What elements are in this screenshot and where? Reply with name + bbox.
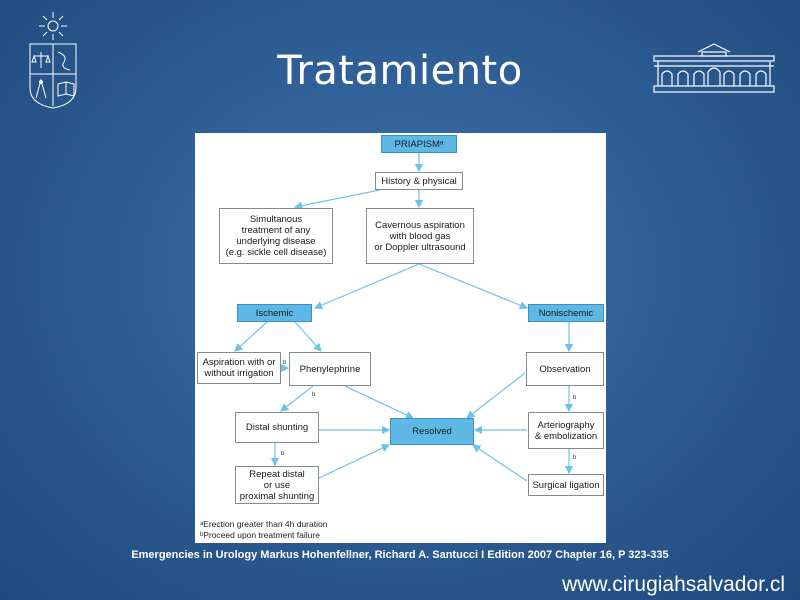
- slide-title: Tratamiento: [277, 48, 523, 94]
- distal-shunting-node: Distal shunting: [235, 412, 319, 443]
- surgical-ligation-node: Surgical ligation: [528, 474, 604, 496]
- scales-icon: [31, 52, 51, 68]
- note-b-4: b: [281, 451, 285, 457]
- arteriography-node: Arteriography & embolization: [528, 412, 604, 449]
- scroll-icon: [57, 51, 71, 71]
- arrow-phenylephrine-resolved: [344, 385, 415, 419]
- ischemic-node: Ischemic: [237, 304, 312, 322]
- arrow-aspiration-ischemic: [313, 263, 420, 310]
- priapism-node: PRIAPISMᵃ: [381, 135, 457, 153]
- arrow-phenylephrine-distal: [280, 385, 314, 412]
- arrow-history-simultaneous: [293, 189, 381, 210]
- phenylephrine-node: Phenylephrine: [289, 352, 371, 386]
- simultaneous-treatment-node: Simultanous treatment of any underlying …: [219, 208, 333, 264]
- book-icon: [57, 81, 75, 97]
- arrow-ischemic-aspiration-irrigation: [234, 321, 268, 352]
- repeat-distal-node: Repeat distal or use proximal shunting: [235, 466, 319, 504]
- resolved-node: Resolved: [390, 418, 474, 445]
- observation-node: Observation: [526, 352, 604, 386]
- treatment-flowchart: PRIAPISMᵃ History & physical Simultanous…: [195, 133, 606, 543]
- note-b-3: b: [573, 395, 577, 401]
- arrow-aspiration-nonischemic: [418, 263, 529, 310]
- website-url: www.cirugiahsalvador.cl: [562, 573, 785, 596]
- arrow-observation-resolved: [466, 372, 526, 419]
- citation-text: Emergencies in Urology Markus Hohenfelln…: [131, 549, 669, 561]
- arrow-ligation-resolved: [472, 444, 528, 482]
- building-icon: [653, 43, 775, 93]
- flowchart-connectors: [234, 153, 574, 482]
- arrow-ischemic-phenylephrine: [294, 321, 322, 352]
- sun-icon: [39, 12, 67, 40]
- compass-icon: [35, 78, 47, 99]
- note-b-1: b: [283, 360, 287, 366]
- arrow-repeat-resolved: [318, 444, 391, 479]
- note-b-2: b: [312, 392, 316, 398]
- university-emblem-logo: [29, 12, 77, 109]
- history-physical-node: History & physical: [375, 172, 463, 190]
- footnote-a: ᵃErection greater than 4h duration: [200, 519, 328, 529]
- nonischemic-node: Nonischemic: [528, 304, 604, 322]
- cavernous-aspiration-node: Cavernous aspiration with blood gas or D…: [366, 208, 474, 264]
- note-b-5: b: [573, 455, 577, 461]
- footnote-b: ᵇProceed upon treatment failure: [200, 530, 320, 540]
- aspiration-irrigation-node: Aspiration with or without irrigation: [197, 352, 281, 384]
